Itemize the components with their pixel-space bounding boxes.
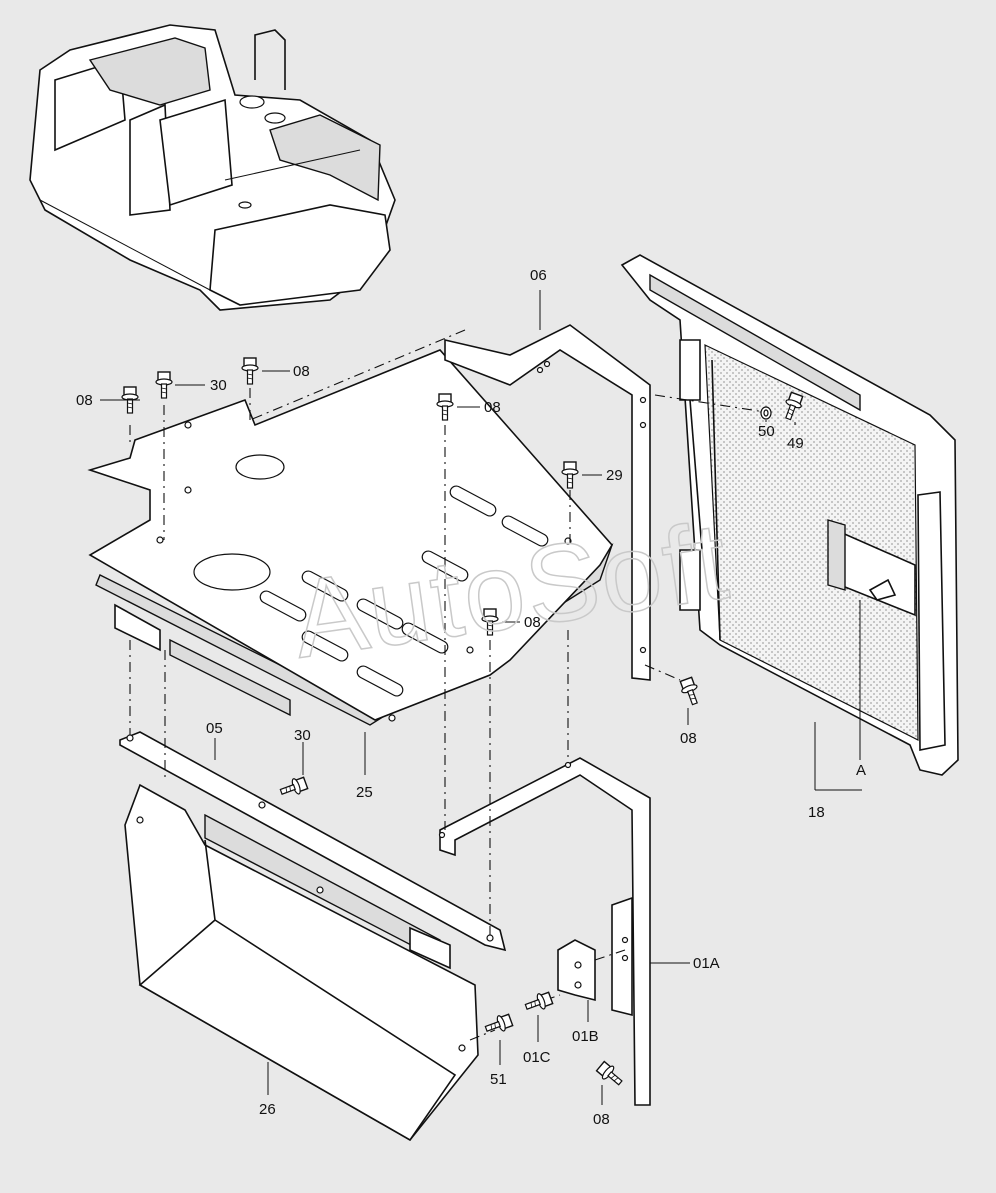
callout-08: 08 [484,399,501,416]
bolt-icon [155,371,173,399]
callout-08: 08 [524,614,541,631]
callout-08: 08 [76,392,93,409]
callout-08: 08 [593,1111,610,1128]
callout-51: 51 [490,1071,507,1088]
callout-29: 29 [606,467,623,484]
bolt-icon [677,675,704,708]
bolt-icon [594,1059,627,1090]
bolt-icon [561,461,579,489]
callout-25: 25 [356,784,373,801]
leader-lines [100,290,862,1105]
bolt-icon [482,1011,515,1038]
bracket-01A [438,757,651,1106]
floor-plate-25 [87,349,614,726]
callout-01C: 01C [523,1049,551,1066]
callout-50: 50 [758,423,775,440]
callout-05: 05 [206,720,223,737]
washer-icon [760,406,772,420]
slot-group [259,485,549,697]
callout-30: 30 [294,727,311,744]
callout-01B: 01B [572,1028,599,1045]
callout-49: 49 [787,435,804,452]
assembly-lines [129,329,766,1041]
callout-26: 26 [259,1101,276,1118]
bracket-06 [444,324,651,681]
bolt-icon [277,774,310,801]
callout-A: A [856,762,866,779]
callout-01A: 01A [693,955,720,972]
callout-08: 08 [293,363,310,380]
door-panel-18 [620,254,959,776]
callout-30: 30 [210,377,227,394]
guard-05 [119,731,507,952]
callout-18: 18 [808,804,825,821]
bolt-icon [522,989,555,1016]
callout-08: 08 [680,730,697,747]
box-cover-26 [124,783,479,1142]
excavator-thumbnail [29,24,396,311]
callout-06: 06 [530,267,547,284]
bolt-icon [241,357,259,385]
bracket-01B [557,939,596,1002]
